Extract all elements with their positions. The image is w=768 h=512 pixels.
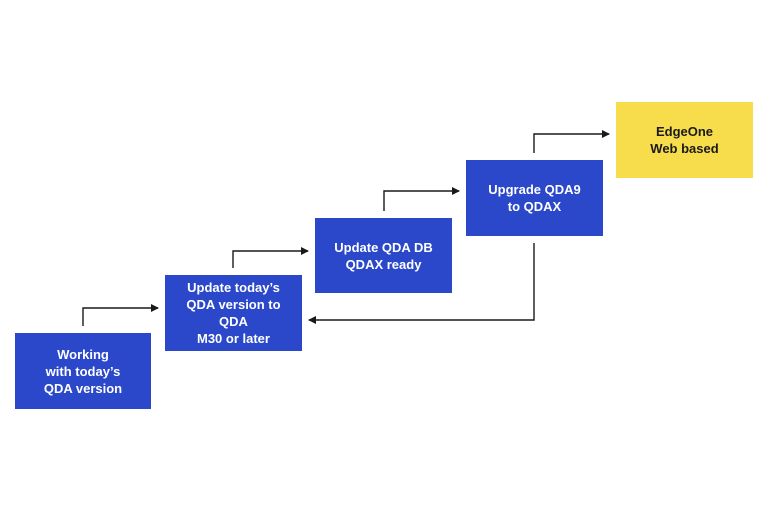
arrow-step2-to-step3: [232, 247, 309, 268]
arrow-step4-to-step5: [533, 130, 610, 153]
arrow-step3-to-step4: [383, 187, 460, 211]
step-label: EdgeOne Web based: [650, 124, 719, 156]
step-label: Working with today’s QDA version: [43, 346, 123, 396]
step-edgeone-web-based: EdgeOne Web based: [616, 102, 753, 178]
step-label: Upgrade QDA9 to QDAX: [488, 182, 581, 214]
step-upgrade-qda9: Upgrade QDA9 to QDAX: [466, 160, 603, 236]
step-label: Update today’s QDA version to QDA M30 or…: [186, 280, 281, 346]
step-working-with-todays-version: Working with today’s QDA version: [15, 333, 151, 409]
step-label: Update QDA DB QDAX ready: [334, 239, 433, 272]
step-update-todays-version: Update today’s QDA version to QDA M30 or…: [165, 275, 302, 351]
step-update-qda-db: Update QDA DB QDAX ready: [315, 218, 452, 293]
arrow-step1-to-step2: [82, 304, 159, 326]
